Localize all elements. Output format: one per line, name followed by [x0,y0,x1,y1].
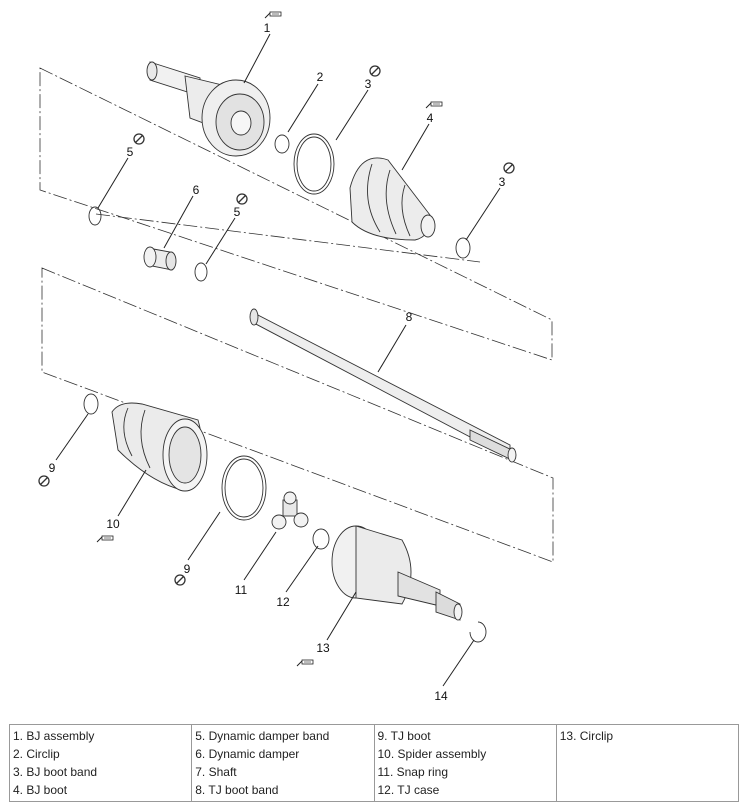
grease-icon [425,101,443,109]
legend-item: 1. BJ assembly [13,729,95,743]
circlip-bj [274,134,290,154]
no-reuse-icon [236,193,248,205]
callout-labels: 1 2 3 4 5 6 5 3 8 9 10 9 11 12 13 14 [49,21,506,703]
spider-assembly [271,491,309,530]
tj-boot [111,402,208,492]
lower-assembly-frame [41,267,554,563]
dynamic-damper-band-1 [88,206,102,226]
bj-boot [349,157,436,241]
legend-item: 3. BJ boot band [13,765,98,779]
no-reuse-icon [38,475,50,487]
snap-ring [312,528,330,550]
legend-item: 5. Dynamic damper band [195,729,330,743]
legend-column-4: 13. Circlip [555,724,740,802]
legend-item: 7. Shaft [195,765,237,779]
parts-legend-table: 1. BJ assembly 2. Circlip 3. BJ boot ban… [8,724,740,802]
callout-label: 14 [434,689,448,703]
callout-label: 1 [264,21,271,35]
legend-column-1: 1. BJ assembly 2. Circlip 3. BJ boot ban… [8,724,193,802]
callout-label: 10 [106,517,120,531]
tj-boot-band-small [83,393,99,415]
callout-label: 13 [316,641,330,655]
callout-label: 3 [499,175,506,189]
bj-boot-band-large [293,133,335,195]
no-reuse-icon [369,65,381,77]
legend-item: 6. Dynamic damper [195,747,300,761]
callout-label: 6 [193,183,200,197]
legend-item: 11. Snap ring [377,765,449,779]
callout-label: 4 [427,111,434,125]
circlip-tj [469,621,487,643]
tj-boot-band-large [221,455,267,521]
callout-label: 12 [276,595,290,609]
axis-line-upper [95,213,481,263]
callout-label: 9 [49,461,56,475]
shaft [249,308,517,463]
legend-column-3: 9. TJ boot 10. Spider assembly 11. Snap … [373,724,557,802]
tj-case [331,525,463,621]
grease-icon [264,11,282,19]
legend-item: 2. Circlip [13,747,60,761]
legend-item: 8. TJ boot band [195,783,279,797]
no-reuse-icon [133,133,145,145]
legend-item: 13. Circlip [559,729,614,743]
upper-assembly-frame [39,67,553,361]
bj-boot-band-small [455,237,471,259]
callout-label: 9 [184,562,191,576]
leader-lines [55,33,501,687]
dynamic-damper [143,246,177,271]
legend-column-2: 5. Dynamic damper band 6. Dynamic damper… [191,724,375,802]
legend-item: 10. Spider assembly [377,747,487,761]
dynamic-damper-band-2 [194,262,208,282]
grease-icon [96,535,114,543]
bj-assembly [146,61,271,157]
no-reuse-icon [503,162,515,174]
legend-item: 4. BJ boot [13,783,68,797]
callout-label: 8 [406,310,413,324]
callout-label: 5 [234,205,241,219]
callout-label: 3 [365,77,372,91]
no-reuse-icon [174,574,186,586]
grease-icon [296,659,314,667]
callout-label: 2 [317,70,324,84]
drive-shaft-exploded-diagram: 1 2 3 4 5 6 5 3 8 9 10 9 11 12 13 14 [38,11,554,703]
legend-item: 12. TJ case [377,783,440,797]
callout-label: 5 [127,145,134,159]
callout-label: 11 [235,583,248,597]
legend-row: 1. BJ assembly 2. Circlip 3. BJ boot ban… [8,724,740,802]
legend-item: 9. TJ boot [377,729,431,743]
